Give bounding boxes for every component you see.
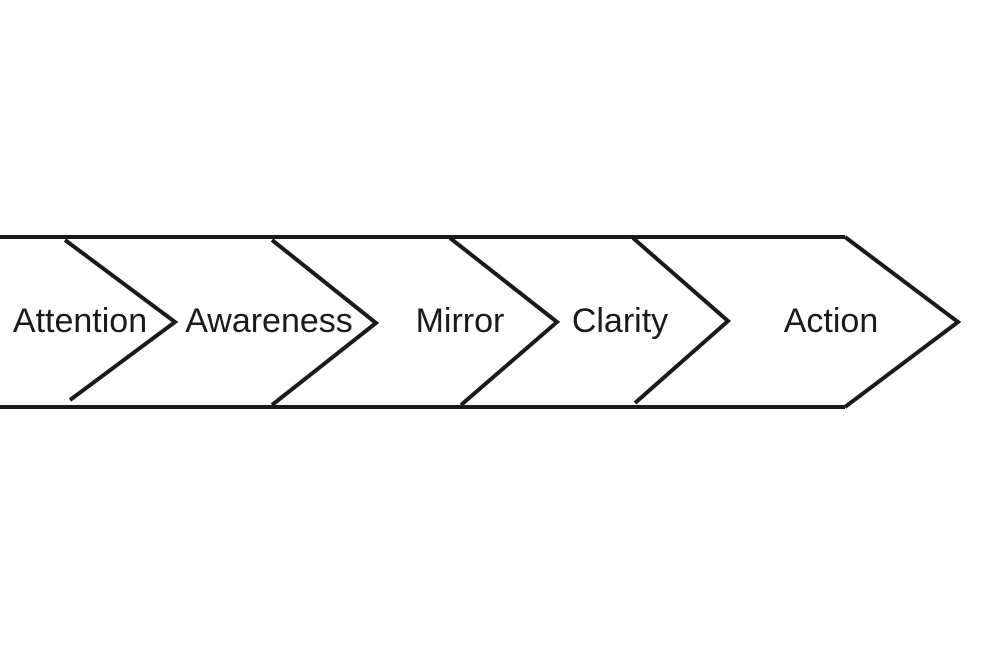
chevron-divider-3-icon — [448, 236, 561, 407]
chevron-divider-1-icon — [63, 238, 179, 402]
stage-label-clarity: Clarity — [572, 302, 668, 340]
arrow-head-icon — [843, 235, 962, 409]
diagram-rails — [0, 235, 845, 409]
chevron-divider-2-icon — [270, 238, 380, 407]
stage-label-action: Action — [784, 302, 879, 340]
stage-dividers — [63, 236, 732, 407]
stage-label-awareness: Awareness — [185, 302, 353, 340]
chevron-divider-4-icon — [631, 236, 732, 405]
stage-labels: Attention Awareness Mirror Clarity Actio… — [13, 302, 878, 340]
stage-label-mirror: Mirror — [416, 302, 505, 340]
stage-label-attention: Attention — [13, 302, 147, 340]
